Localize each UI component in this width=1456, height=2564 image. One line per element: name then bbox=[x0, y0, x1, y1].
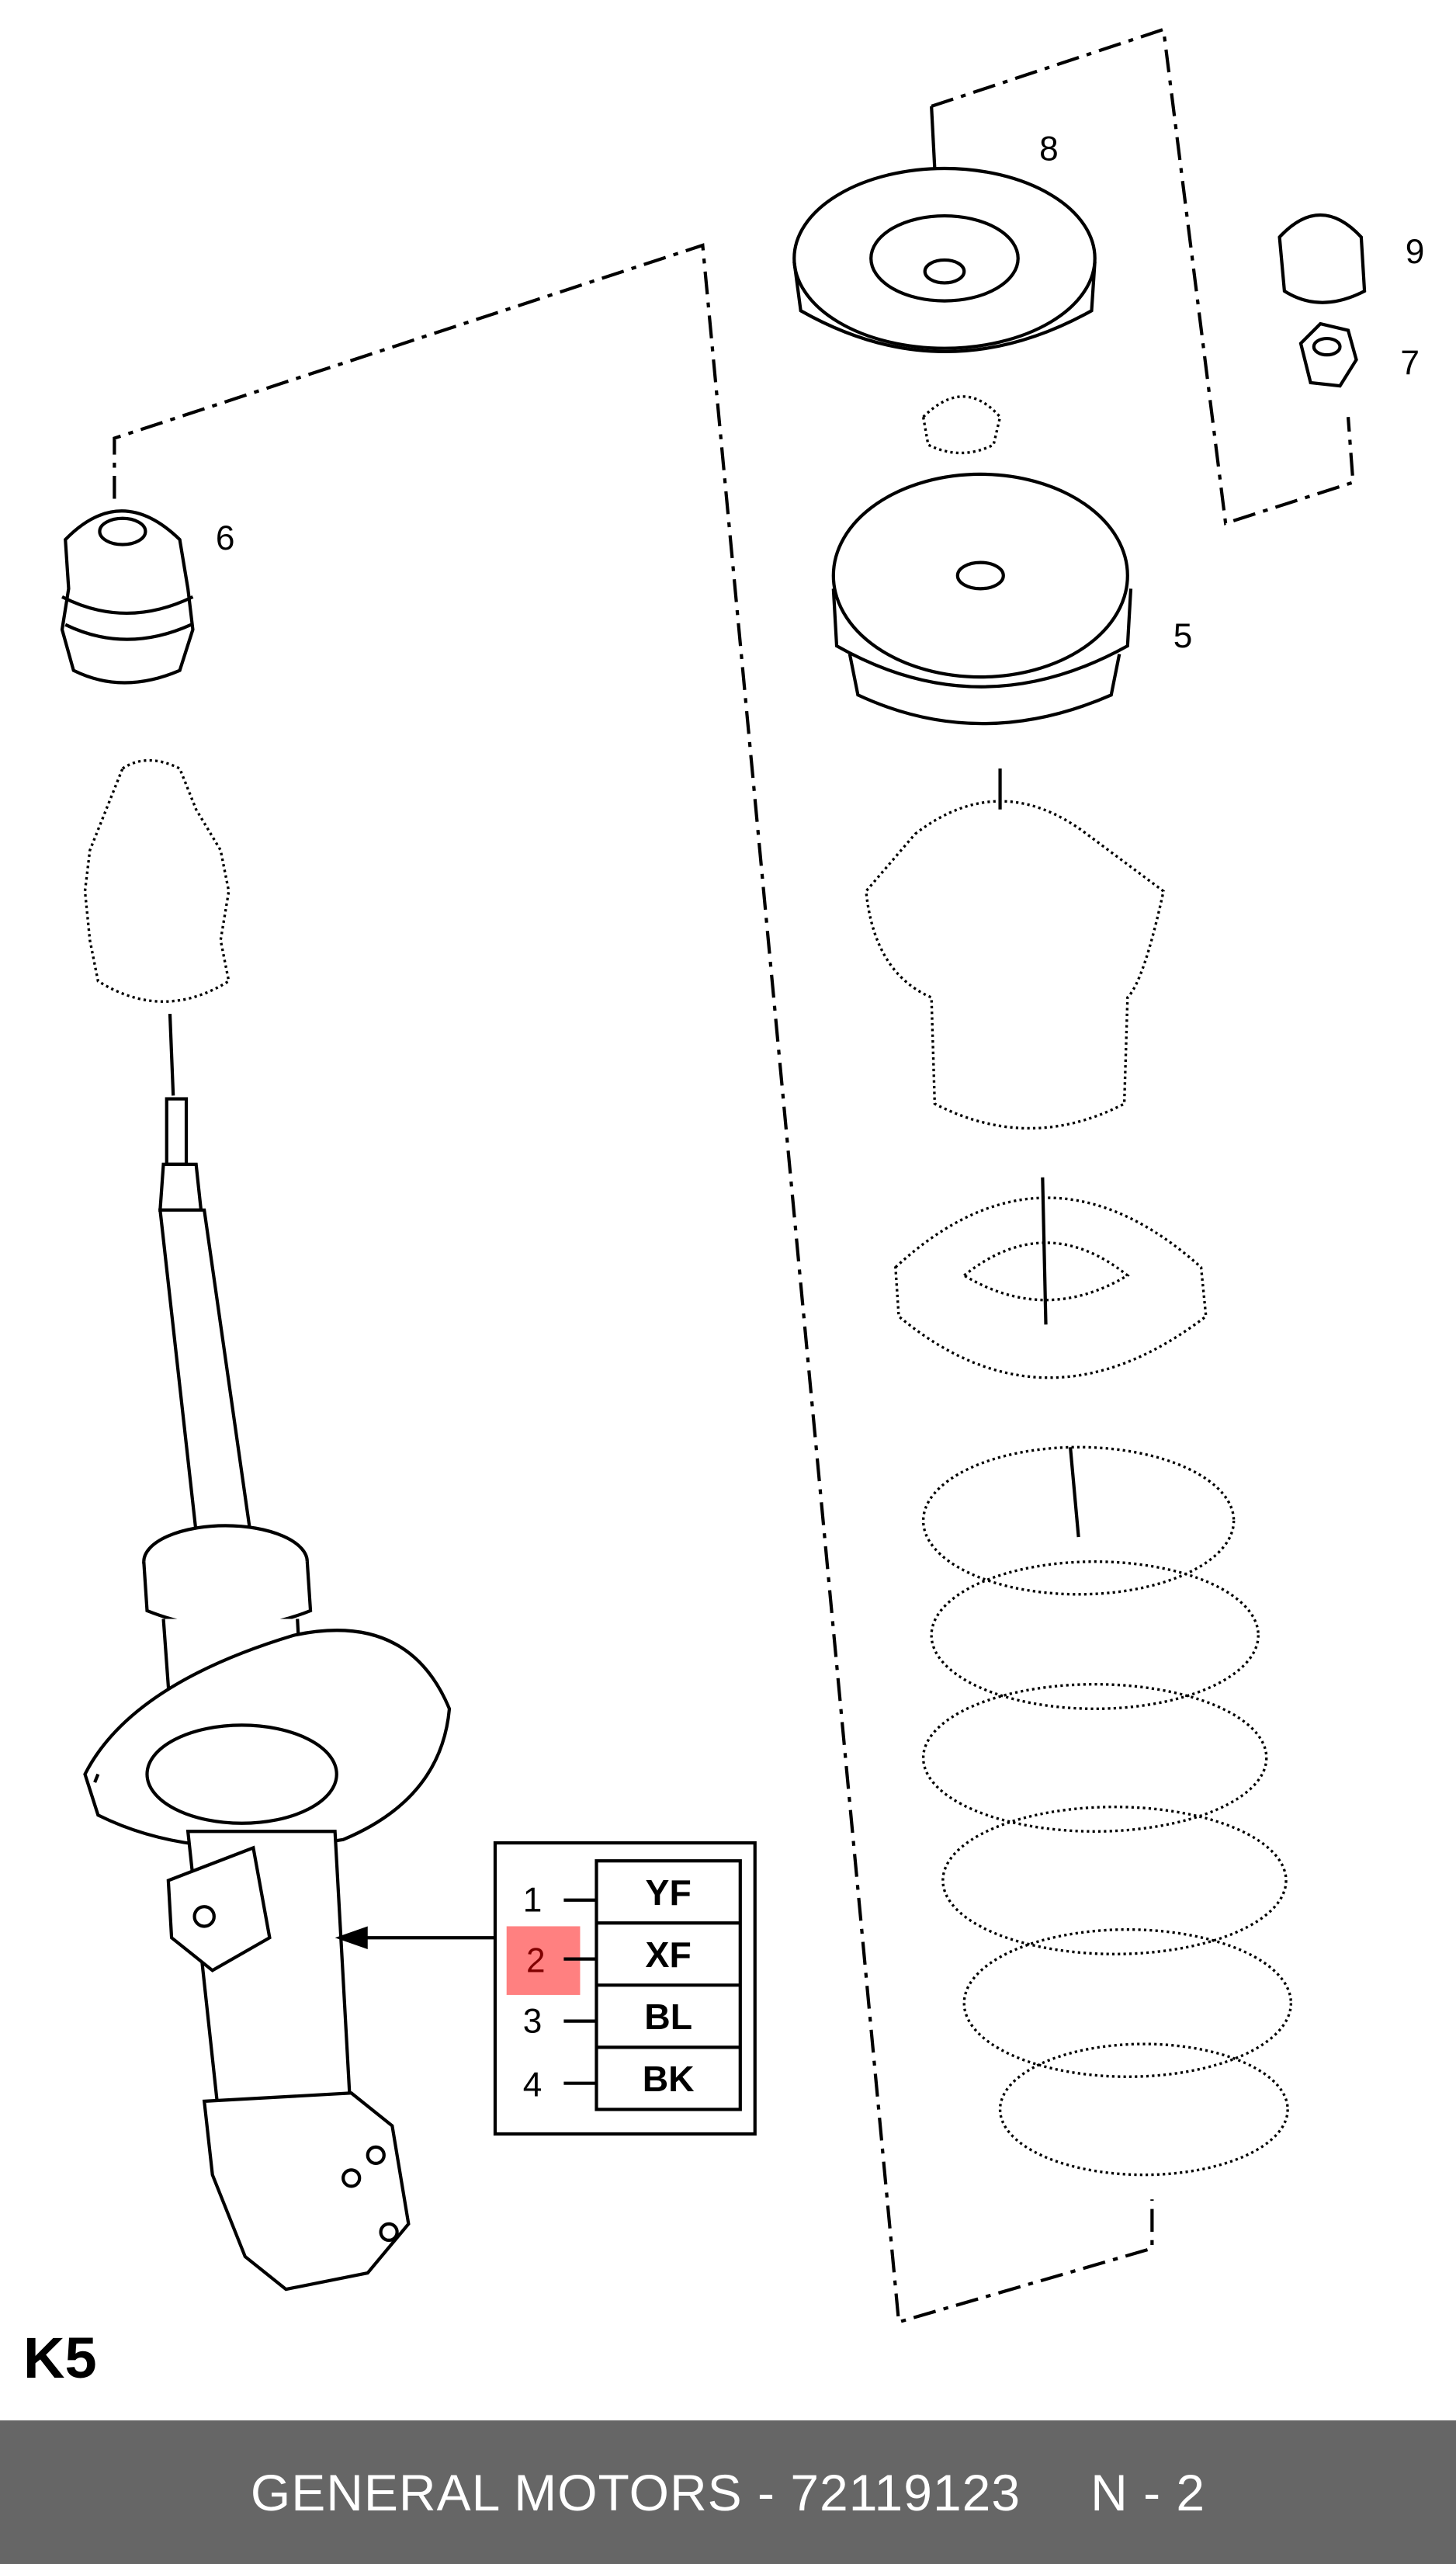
part-8-strut-mount[interactable] bbox=[792, 166, 1097, 353]
callout-8: 8 bbox=[1039, 130, 1059, 168]
legend-num: 3 bbox=[523, 2002, 543, 2040]
part-9-cap[interactable] bbox=[1277, 213, 1367, 304]
footer-part-number: 72119123 bbox=[790, 2463, 1021, 2521]
part-5-bearing[interactable] bbox=[831, 472, 1133, 726]
part-7-nut[interactable] bbox=[1298, 321, 1358, 388]
footer-manufacturer: GENERAL MOTORS bbox=[250, 2463, 743, 2521]
footer-separator: - bbox=[742, 2463, 791, 2521]
coil-spring-dotted bbox=[921, 1445, 1293, 2177]
legend-row-3[interactable]: 3 BL bbox=[523, 1997, 692, 2040]
callout-6: 6 bbox=[216, 519, 235, 557]
legend-code: YF bbox=[646, 1872, 692, 1913]
callout-9: 9 bbox=[1406, 233, 1425, 271]
legend-code: XF bbox=[646, 1934, 692, 1975]
legend-num: 2 bbox=[526, 1941, 546, 1979]
legend-num: 1 bbox=[523, 1881, 543, 1919]
legend-code: BL bbox=[644, 1997, 692, 2037]
leader-line-right bbox=[931, 27, 1355, 526]
spring-seat-dotted bbox=[894, 1196, 1208, 1379]
callout-5: 5 bbox=[1173, 617, 1193, 655]
legend-row-1[interactable]: 1 YF bbox=[523, 1872, 692, 1919]
dust-boot-dotted bbox=[83, 758, 231, 1003]
footer-bar: GENERAL MOTORS - 72119123 N - 2 bbox=[0, 2420, 1456, 2564]
bushing-dotted bbox=[921, 395, 1002, 455]
section-label: K5 bbox=[23, 2326, 97, 2390]
legend-num: 4 bbox=[523, 2066, 543, 2104]
part-6-bump-stop[interactable] bbox=[60, 509, 195, 685]
callout-7: 7 bbox=[1400, 344, 1420, 382]
shock-absorber-strut[interactable] bbox=[83, 1097, 452, 2292]
legend-code: BK bbox=[643, 2059, 695, 2099]
arrow-to-strut bbox=[335, 1926, 495, 1949]
footer-page: N - 2 bbox=[1090, 2463, 1206, 2521]
legend-row-2[interactable]: 2 XF bbox=[526, 1934, 692, 1979]
variant-legend: 1 YF 2 XF 3 BL 4 BK bbox=[493, 1841, 757, 2136]
boot-upper-dotted bbox=[865, 800, 1165, 1130]
leader-line-left bbox=[113, 243, 1154, 2324]
legend-row-4[interactable]: 4 BK bbox=[523, 2059, 695, 2104]
